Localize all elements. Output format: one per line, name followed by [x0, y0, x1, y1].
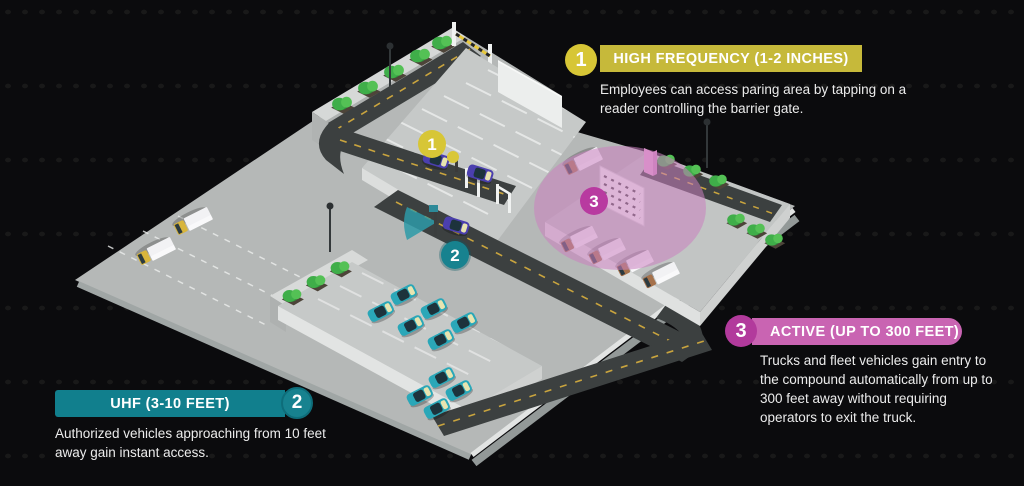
callout-3-number: 3: [725, 315, 757, 347]
entry-road-top: [318, 22, 492, 174]
callout-2-number: 2: [281, 387, 313, 419]
left-parking-lot: [107, 203, 339, 327]
callout-1-number: 1: [565, 44, 597, 76]
active-rfid-zone: [534, 146, 706, 270]
lamp-post-icon: [703, 118, 711, 168]
truck-compound: [534, 118, 790, 326]
entrance-road: [334, 130, 516, 213]
scene-marker-2: 2: [441, 241, 469, 269]
uhf-reader: [404, 205, 438, 240]
main-road: [374, 190, 706, 362]
bush: [764, 233, 786, 249]
barrier-gate-top: [452, 22, 492, 68]
callout-1-title: HIGH FREQUENCY (1-2 INCHES): [600, 45, 862, 72]
callout-2-description: Authorized vehicles approaching from 10 …: [55, 426, 326, 461]
scene-marker-1: 1: [418, 130, 446, 158]
callout-1-description: Employees can access paring area by tapp…: [600, 82, 907, 117]
callout-2-title: UHF (3-10 FEET): [55, 390, 285, 417]
hf-reader: [447, 151, 459, 172]
callout-3-description: Trucks and fleet vehicles gain entry to …: [760, 353, 993, 426]
callout-3-title: ACTIVE (UP TO 300 FEET): [752, 318, 962, 345]
scene-marker-3: 3: [580, 187, 608, 215]
